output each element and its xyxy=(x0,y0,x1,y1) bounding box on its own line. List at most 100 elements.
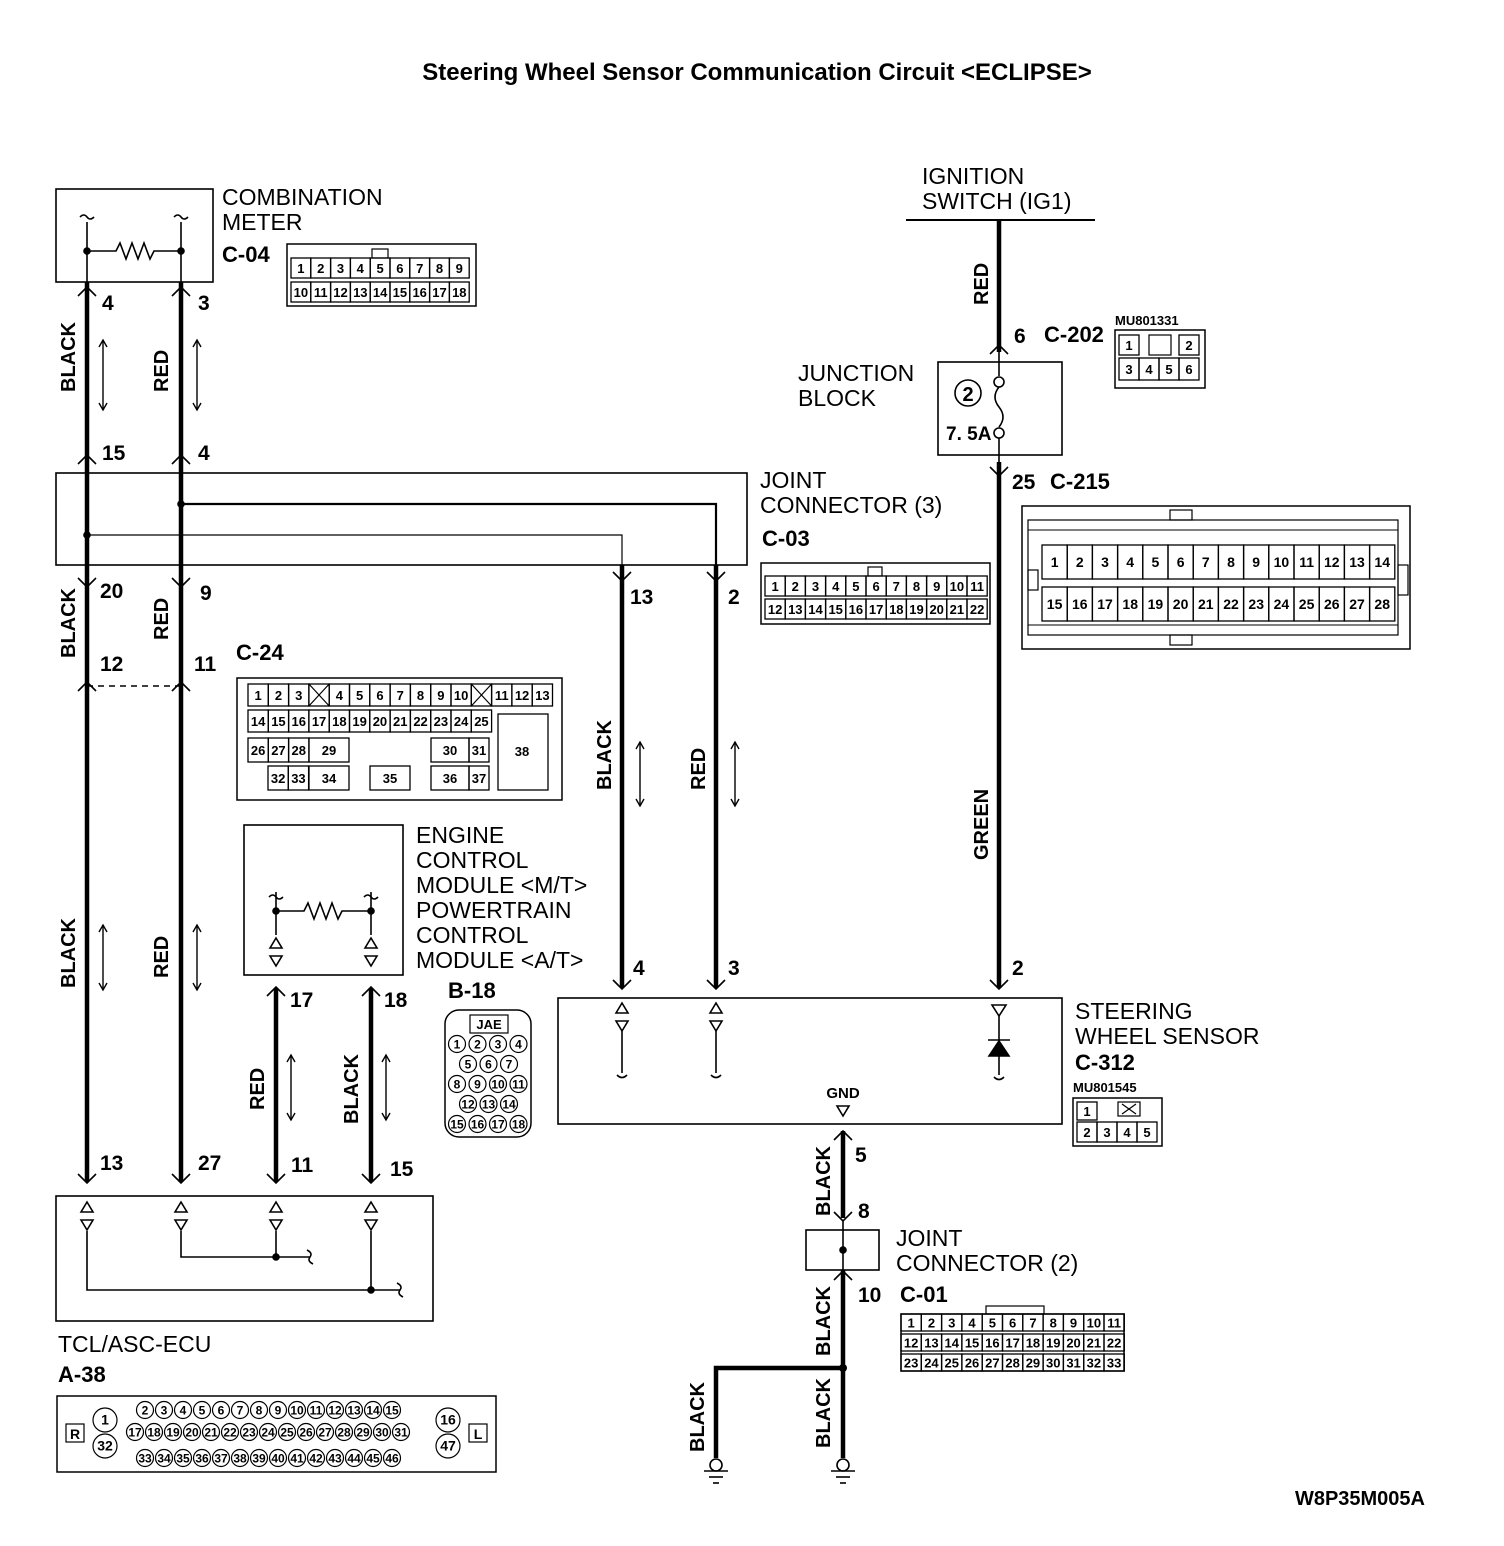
ground-icon xyxy=(704,1458,728,1484)
pin-number: 34 xyxy=(157,1452,171,1466)
pin-cell xyxy=(448,257,470,279)
pin-cell xyxy=(435,1407,461,1433)
pin-number: 10 xyxy=(950,579,964,594)
ecm-label-4: POWERTRAIN xyxy=(416,897,571,923)
pin-number: 28 xyxy=(1005,1356,1019,1371)
pin-number: 8 xyxy=(1227,554,1235,570)
pin-number: 13 xyxy=(924,1336,938,1351)
pin-number: 31 xyxy=(394,1426,408,1440)
center-wires xyxy=(619,565,719,988)
pin-number: 25 xyxy=(945,1356,959,1371)
pin-meter-4: 4 xyxy=(102,292,114,315)
pin-jc3-9: 9 xyxy=(200,582,212,605)
pin-cell xyxy=(966,575,988,597)
pin-c24-12: 12 xyxy=(100,653,123,676)
pin-number: 17 xyxy=(1005,1336,1019,1351)
pin-number: 8 xyxy=(417,688,424,703)
wire-color-black-1: BLACK xyxy=(58,321,80,392)
pin-cell xyxy=(154,1448,174,1468)
pin-number: 15 xyxy=(450,1118,464,1132)
ecm-wires xyxy=(273,988,374,1182)
pin-number: 35 xyxy=(383,771,397,786)
diode-icon xyxy=(987,1039,1011,1057)
pin-number: 1 xyxy=(1125,338,1132,353)
pin-number: 13 xyxy=(535,688,549,703)
pin-number: 25 xyxy=(280,1426,294,1440)
pin-number: 9 xyxy=(474,1078,481,1092)
double-arrow-icon xyxy=(635,740,645,808)
pin-sws-2: 2 xyxy=(1012,957,1024,980)
pin-number: 12 xyxy=(904,1336,918,1351)
pin-number: 4 xyxy=(968,1316,976,1331)
pin-number: 2 xyxy=(1076,554,1084,570)
pin-cell xyxy=(499,1054,519,1074)
pin-cell xyxy=(92,1433,118,1459)
pin-cell xyxy=(268,1400,288,1420)
wire-color-red-5: RED xyxy=(247,1068,269,1110)
pin-cell xyxy=(447,1074,467,1094)
pin-number: 14 xyxy=(373,285,388,300)
pin-number: 39 xyxy=(252,1452,266,1466)
pin-number: 6 xyxy=(396,261,403,276)
pin-number: 19 xyxy=(909,602,923,617)
left-wires xyxy=(84,282,184,1182)
double-arrow-icon xyxy=(98,338,108,412)
pin-cell xyxy=(220,1422,240,1442)
pin-number: 3 xyxy=(495,1038,502,1052)
ecm-label-3: MODULE <M/T> xyxy=(416,872,587,898)
pin-cell xyxy=(391,1422,411,1442)
wire-color-green: GREEN xyxy=(971,789,993,860)
pin-number: 15 xyxy=(271,714,285,729)
pin-cell xyxy=(211,1448,231,1468)
pin-number: 9 xyxy=(456,261,463,276)
pin-number: 7 xyxy=(1029,1316,1036,1331)
pin-jc2-10: 10 xyxy=(858,1284,881,1307)
pin-number: 18 xyxy=(332,714,346,729)
ignition-wiring xyxy=(906,219,1095,988)
pin-number: 7 xyxy=(237,1404,244,1418)
pin-number: 17 xyxy=(432,285,446,300)
pin-number: 1 xyxy=(908,1316,915,1331)
pin-number: 20 xyxy=(929,602,943,617)
pin-number: 46 xyxy=(385,1452,399,1466)
pin-number: 24 xyxy=(261,1426,275,1440)
pin-c24-11: 11 xyxy=(194,653,217,676)
pin-cell xyxy=(125,1422,145,1442)
pin-jb-25: 25 xyxy=(1012,471,1036,494)
pin-number: 25 xyxy=(1299,596,1315,612)
pin-number: 10 xyxy=(1087,1316,1101,1331)
jb-label-1: JUNCTION xyxy=(798,360,914,386)
pin-number: 10 xyxy=(294,285,308,300)
pin-number: 5 xyxy=(465,1058,472,1072)
pin-number: 23 xyxy=(904,1356,918,1371)
pin-number: 3 xyxy=(337,261,344,276)
pin-number: 15 xyxy=(828,602,842,617)
ground-wiring xyxy=(713,1131,847,1458)
pin-cell xyxy=(306,1400,326,1420)
pin-number: 18 xyxy=(1122,596,1138,612)
connector-chevrons-jb xyxy=(989,343,1009,991)
pin-number: 18 xyxy=(1026,1336,1040,1351)
pin-number: 34 xyxy=(322,771,337,786)
pin-number: 22 xyxy=(970,602,984,617)
ignition-label-2: SWITCH (IG1) xyxy=(922,188,1072,214)
pin-number: 8 xyxy=(913,579,920,594)
pin-jc3-13: 13 xyxy=(630,586,653,609)
wire-color-black-8: BLACK xyxy=(687,1381,709,1452)
pin-number: 15 xyxy=(393,285,407,300)
pin-number: 8 xyxy=(454,1078,461,1092)
tcl-asc-ecu xyxy=(55,1195,434,1322)
pin-number: 43 xyxy=(328,1452,342,1466)
pin-number: 27 xyxy=(318,1426,332,1440)
connector-chevrons-ecm xyxy=(266,985,381,1185)
c01-connector-id: C-01 xyxy=(900,1282,948,1307)
pin-number: 36 xyxy=(195,1452,209,1466)
ignition-label-1: IGNITION xyxy=(922,163,1024,189)
c312-part: MU801545 xyxy=(1073,1080,1137,1095)
pin-cell xyxy=(1076,1101,1098,1121)
